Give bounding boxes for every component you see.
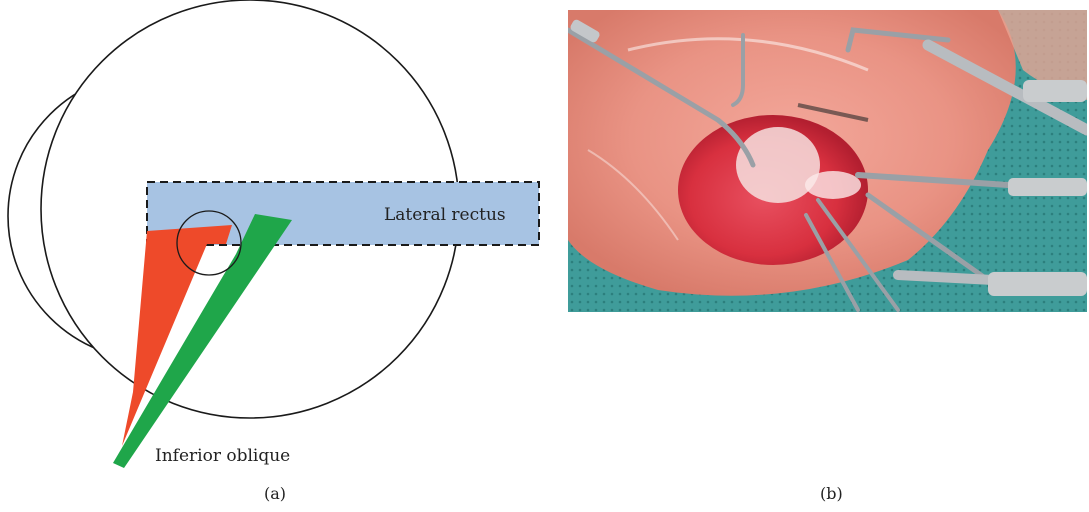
inferior-oblique-label: Inferior oblique bbox=[155, 446, 290, 466]
lateral-rectus-label: Lateral rectus bbox=[384, 205, 506, 225]
surgical-photo bbox=[568, 10, 1087, 312]
diagram-a bbox=[0, 0, 560, 512]
panel-b-caption: (b) bbox=[820, 484, 843, 503]
panel-a-caption: (a) bbox=[264, 484, 286, 503]
